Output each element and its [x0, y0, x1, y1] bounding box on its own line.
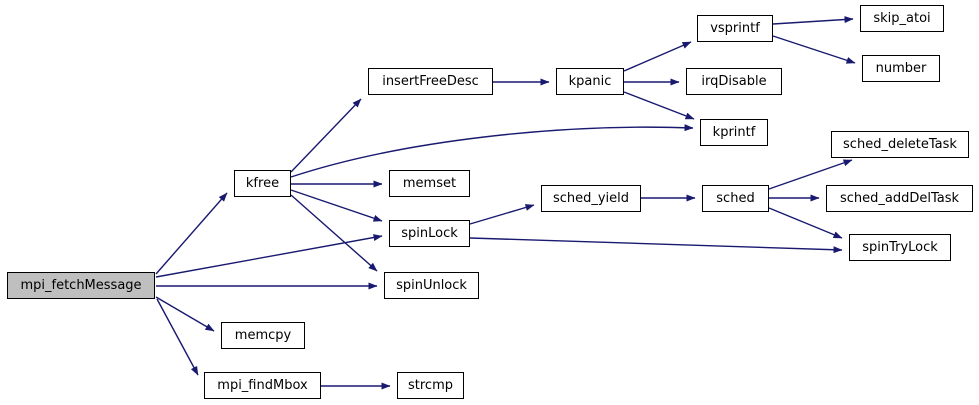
edge-spinLock-to-sched_yield: [469, 204, 535, 225]
edge-kfree-to-spinLock: [290, 189, 383, 222]
node-label: mpi_findMbox: [217, 378, 308, 393]
edge-kpanic-to-kprintf: [623, 91, 695, 120]
node-mpi_fetchMessage[interactable]: mpi_fetchMessage: [7, 272, 155, 299]
node-label: spinLock: [401, 226, 458, 241]
node-label: skip_atoi: [873, 11, 931, 26]
node-label: memset: [402, 176, 457, 191]
node-memset[interactable]: memset: [389, 170, 470, 197]
node-sched[interactable]: sched: [702, 185, 769, 212]
node-label: spinUnlock: [396, 278, 467, 293]
node-label: sched_addDelTask: [839, 191, 960, 206]
node-kfree[interactable]: kfree: [234, 170, 291, 197]
edge-kfree-to-spinUnlock: [290, 194, 378, 272]
node-spinTryLock[interactable]: spinTryLock: [849, 234, 951, 261]
node-memcpy[interactable]: memcpy: [221, 322, 305, 349]
node-sched_yield[interactable]: sched_yield: [541, 185, 641, 212]
edge-group: [155, 16, 856, 390]
edge-vsprintf-to-skip_atoi: [772, 16, 854, 25]
node-mpi_findMbox[interactable]: mpi_findMbox: [204, 372, 321, 399]
node-spinUnlock[interactable]: spinUnlock: [384, 272, 479, 299]
edge-kfree-to-kprintf: [290, 124, 694, 178]
node-label: sched: [716, 191, 755, 206]
edge-mpi_fetchMessage-to-spinLock: [155, 234, 383, 278]
node-strcmp[interactable]: strcmp: [397, 372, 464, 399]
edge-mpi_fetchMessage-to-mpi_findMbox: [156, 298, 199, 376]
node-label: irqDisable: [701, 74, 767, 89]
node-vsprintf[interactable]: vsprintf: [697, 15, 773, 42]
node-sched_deleteTask[interactable]: sched_deleteTask: [831, 131, 969, 158]
edge-vsprintf-to-number: [772, 35, 856, 64]
node-label: spinTryLock: [862, 240, 938, 255]
node-skip_atoi[interactable]: skip_atoi: [860, 5, 944, 32]
node-label: memcpy: [234, 328, 292, 343]
node-spinLock[interactable]: spinLock: [389, 220, 470, 247]
node-number[interactable]: number: [862, 55, 940, 82]
node-kprintf[interactable]: kprintf: [700, 119, 768, 146]
node-label: strcmp: [408, 378, 453, 393]
node-label: insertFreeDesc: [382, 74, 479, 89]
node-label: kfree: [245, 176, 280, 191]
node-label: kpanic: [568, 74, 612, 89]
edge-mpi_fetchMessage-to-kfree: [155, 192, 228, 275]
edge-sched-to-sched_deleteTask: [768, 159, 853, 190]
node-label: vsprintf: [710, 21, 760, 36]
node-label: sched_deleteTask: [843, 137, 957, 152]
edge-kfree-to-insertFreeDesc: [290, 98, 362, 173]
node-irqDisable[interactable]: irqDisable: [686, 68, 782, 95]
node-label: number: [875, 61, 927, 76]
node-label: mpi_fetchMessage: [20, 278, 142, 293]
node-label: sched_yield: [552, 191, 630, 206]
edge-sched-to-spinTryLock: [768, 207, 843, 239]
node-kpanic[interactable]: kpanic: [556, 68, 624, 95]
edge-spinLock-to-spinTryLock: [469, 237, 843, 254]
node-label: kprintf: [712, 125, 756, 140]
node-sched_addDelTask[interactable]: sched_addDelTask: [826, 185, 973, 212]
edge-mpi_fetchMessage-to-memcpy: [155, 296, 215, 332]
node-insertFreeDesc[interactable]: insertFreeDesc: [368, 68, 493, 95]
edge-kpanic-to-vsprintf: [623, 41, 692, 72]
